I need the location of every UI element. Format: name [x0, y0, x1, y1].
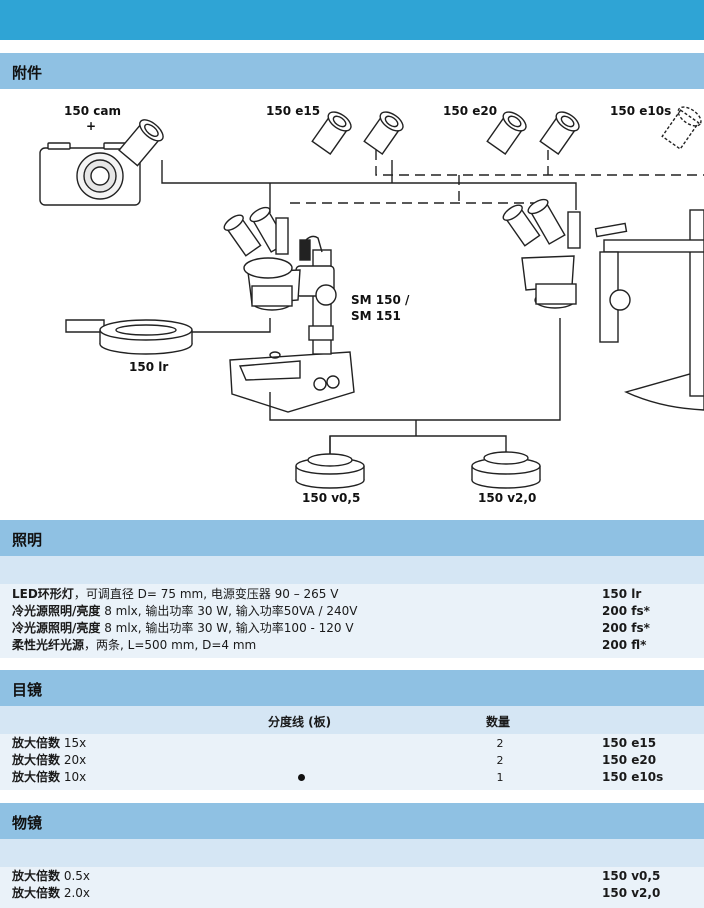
table-row: 放大倍数 10x 1 150 e10s [12, 770, 664, 784]
table-row: LED环形灯，可调直径 D= 75 mm, 电源变压器 90 – 265 V 1… [12, 587, 642, 601]
section-header-objectives: 物镜 [0, 803, 704, 839]
eyepieces-table [0, 734, 704, 790]
label-plus: + [86, 119, 97, 133]
camera-icon [39, 142, 141, 206]
table-row: 冷光源照明/亮度 8 mlx, 输出功率 30 W, 输入功率50VA / 24… [12, 604, 650, 618]
label-e20: 150 e20 [443, 104, 498, 118]
table-row: 放大倍数 15x 2 150 e15 [12, 736, 657, 750]
accessory-diagram [39, 106, 704, 489]
label-cam: 150 cam [64, 104, 121, 118]
stereo-microscope-icon [223, 206, 355, 413]
objectives-table [0, 867, 704, 908]
section-title: 附件 [12, 64, 43, 82]
section-title: 照明 [12, 531, 43, 549]
camera-adapter-icon [118, 119, 164, 167]
eyepieces-column-header: 分度线 (板) 数量 [0, 706, 704, 734]
objective-v05-icon [295, 453, 365, 489]
table-row: 放大倍数 0.5x 150 v0,5 [12, 869, 661, 883]
label-sm-line2: SM 151 [351, 309, 401, 323]
section-header-eyepieces: 目镜 [0, 670, 704, 706]
table-row: 冷光源照明/亮度 8 mlx, 输出功率 30 W, 输入功率100 - 120… [12, 621, 650, 635]
table-row: 放大倍数 2.0x 150 v2,0 [12, 886, 661, 900]
section-title: 物镜 [12, 814, 43, 832]
section-header-illumination: 照明 [0, 520, 704, 556]
boom-stand-microscope-icon [502, 198, 704, 411]
column-quantity: 数量 [486, 715, 511, 729]
top-color-bar [0, 0, 704, 40]
section-title: 目镜 [12, 681, 43, 699]
label-sm-line1: SM 150 / [351, 293, 410, 307]
reticle-dot-icon [298, 774, 305, 781]
led-ring-light-icon [65, 319, 193, 355]
illumination-subheader-band [0, 556, 704, 584]
section-header-accessories: 附件 [0, 53, 704, 89]
table-row: 放大倍数 20x 2 150 e20 [12, 753, 657, 767]
label-e15: 150 e15 [266, 104, 321, 118]
eyepiece-e15-icon [311, 111, 404, 155]
objective-v20-icon [471, 451, 541, 489]
label-v20: 150 v2,0 [478, 491, 537, 505]
label-lr: 150 lr [129, 360, 169, 374]
label-v05: 150 v0,5 [302, 491, 361, 505]
label-e10s: 150 e10s [610, 104, 672, 118]
illumination-table [0, 584, 704, 658]
column-reticle: 分度线 (板) [268, 715, 332, 729]
eyepiece-e20-icon [486, 111, 580, 155]
objectives-subheader-band [0, 839, 704, 867]
table-row: 柔性光纤光源，两条, L=500 mm, D=4 mm 200 fl* [12, 638, 647, 652]
